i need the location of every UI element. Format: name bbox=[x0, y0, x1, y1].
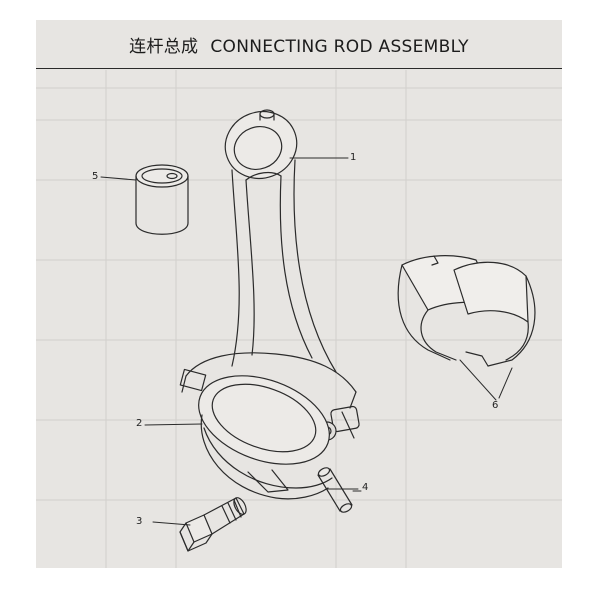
callout-2: 2 bbox=[136, 418, 143, 429]
bearing-shells bbox=[397, 255, 536, 367]
callout-5: 5 bbox=[92, 171, 99, 182]
callout-1: 1 bbox=[350, 152, 357, 163]
title-divider bbox=[36, 68, 562, 70]
connecting-rod-cap bbox=[198, 375, 333, 500]
small-end-bushing bbox=[135, 164, 189, 235]
page-title: 连杆总成 CONNECTING ROD ASSEMBLY bbox=[36, 32, 562, 57]
title-english: CONNECTING ROD ASSEMBLY bbox=[210, 37, 469, 57]
background-grid bbox=[36, 70, 562, 568]
callout-3: 3 bbox=[136, 516, 143, 527]
dowel-pin bbox=[317, 467, 353, 513]
connecting-rod-drawing bbox=[36, 70, 562, 568]
callout-4: 4 bbox=[362, 482, 369, 493]
cap-bolt bbox=[179, 497, 247, 552]
leader-lines bbox=[100, 157, 513, 526]
parts-diagram-page: 连杆总成 CONNECTING ROD ASSEMBLY bbox=[36, 20, 562, 568]
callout-6: 6 bbox=[492, 400, 499, 411]
title-chinese: 连杆总成 bbox=[129, 37, 199, 57]
